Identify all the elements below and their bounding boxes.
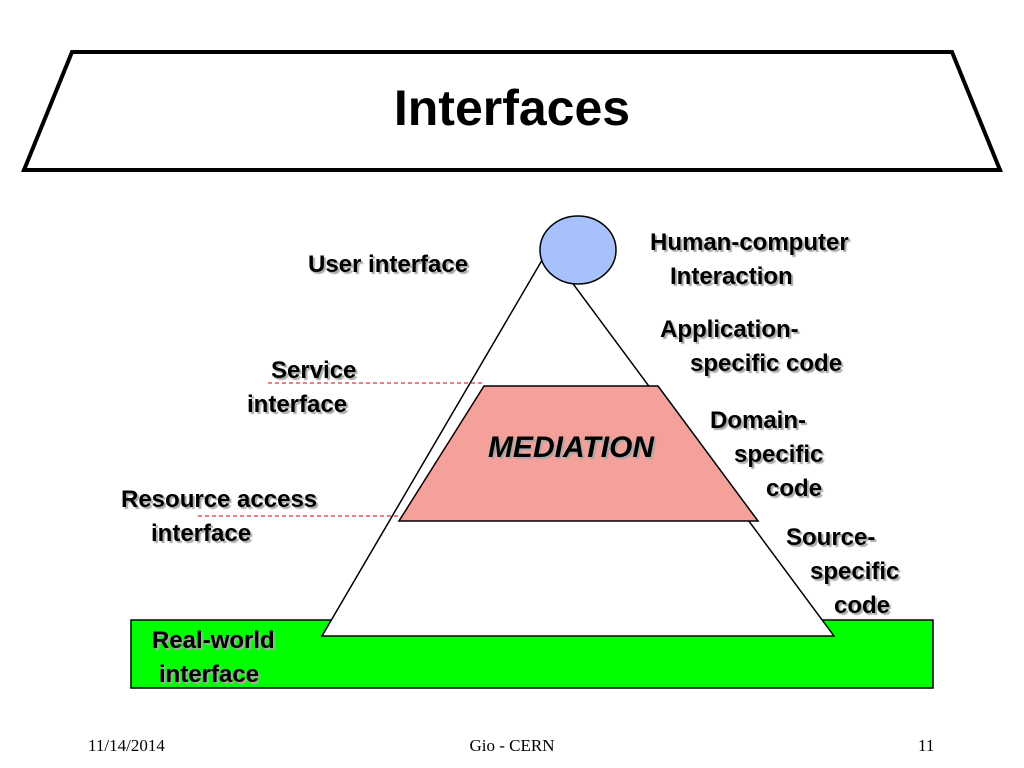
label-human-computer-interaction-line-2: Interaction [670,263,793,290]
label-human-computer-interaction: Human-computer Interaction [650,226,849,294]
label-domain-specific-code-line-2: specific [734,441,824,468]
label-real-world-interface-line-1: Real-world [152,627,275,654]
user-node-circle [539,215,617,285]
label-application-specific-code-line-2: specific code [690,350,843,377]
mediation-band [397,385,760,522]
label-user-interface: User interface [308,248,468,282]
label-domain-specific-code: Domain- specific code [710,404,823,506]
label-application-specific-code-line-1: Application- [660,316,799,343]
label-resource-access-interface-line-2: interface [151,520,252,547]
label-source-specific-code-line-2: specific [810,558,900,585]
label-human-computer-interaction-line-1: Human-computer [650,229,849,256]
label-resource-access-interface: Resource access interface [121,483,317,551]
label-user-interface-line-1: User interface [308,251,469,278]
label-real-world-interface: Real-world interface [152,624,275,692]
label-service-interface-line-2: interface [247,391,348,418]
label-domain-specific-code-line-3: code [766,475,823,502]
mediation-label: MEDIATION [487,431,655,464]
label-real-world-interface-line-2: interface [159,661,260,688]
footer-date: 11/14/2014 [88,736,165,755]
title-frame [21,50,1003,172]
label-application-specific-code: Application- specific code [660,313,842,381]
label-source-specific-code: Source- specific code [786,521,899,623]
label-service-interface-line-1: Service [271,357,357,384]
label-service-interface: Service interface [247,354,356,422]
footer-page-number: 11 [918,736,935,755]
label-source-specific-code-line-3: code [834,592,891,619]
footer-center-text: Gio - CERN [469,736,555,755]
label-domain-specific-code-line-1: Domain- [710,407,806,434]
label-source-specific-code-line-1: Source- [786,524,876,551]
slide-title: Interfaces [393,80,631,136]
label-resource-access-interface-line-1: Resource access [121,486,318,513]
